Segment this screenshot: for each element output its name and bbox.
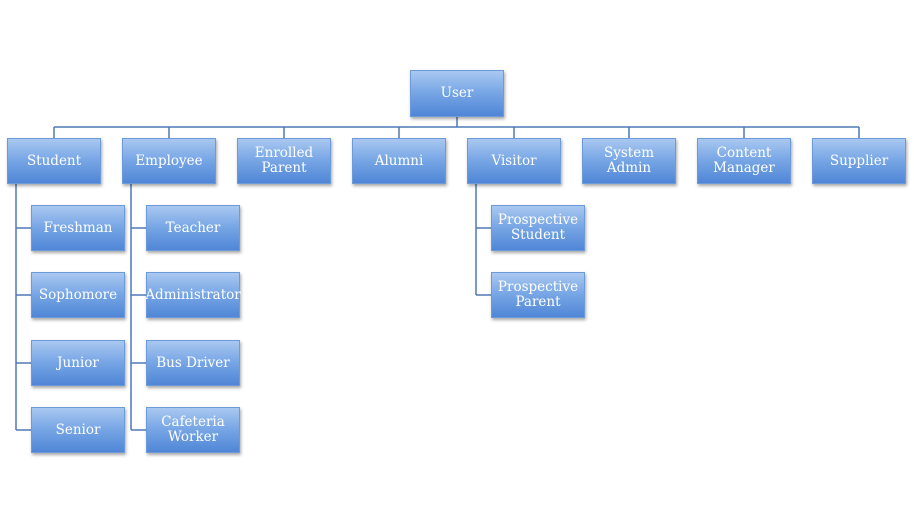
node-administrator: Administrator [145, 272, 241, 318]
node-employee: Employee [122, 138, 216, 184]
node-bus-driver: Bus Driver [146, 340, 240, 386]
node-prospective-student: Prospective Student [491, 205, 585, 251]
node-content-manager: Content Manager [697, 138, 791, 184]
node-user: User [410, 70, 504, 117]
node-sophomore: Sophomore [31, 272, 125, 318]
node-teacher: Teacher [146, 205, 240, 251]
node-cafeteria-worker: Cafeteria Worker [146, 407, 240, 453]
node-junior: Junior [31, 340, 125, 386]
node-enrolled-parent: Enrolled Parent [237, 138, 331, 184]
node-alumni: Alumni [352, 138, 446, 184]
node-senior: Senior [31, 407, 125, 453]
node-supplier: Supplier [812, 138, 906, 184]
node-visitor: Visitor [467, 138, 561, 184]
node-student: Student [7, 138, 101, 184]
node-freshman: Freshman [31, 205, 125, 251]
node-system-admin: System Admin [582, 138, 676, 184]
node-prospective-parent: Prospective Parent [491, 272, 585, 318]
